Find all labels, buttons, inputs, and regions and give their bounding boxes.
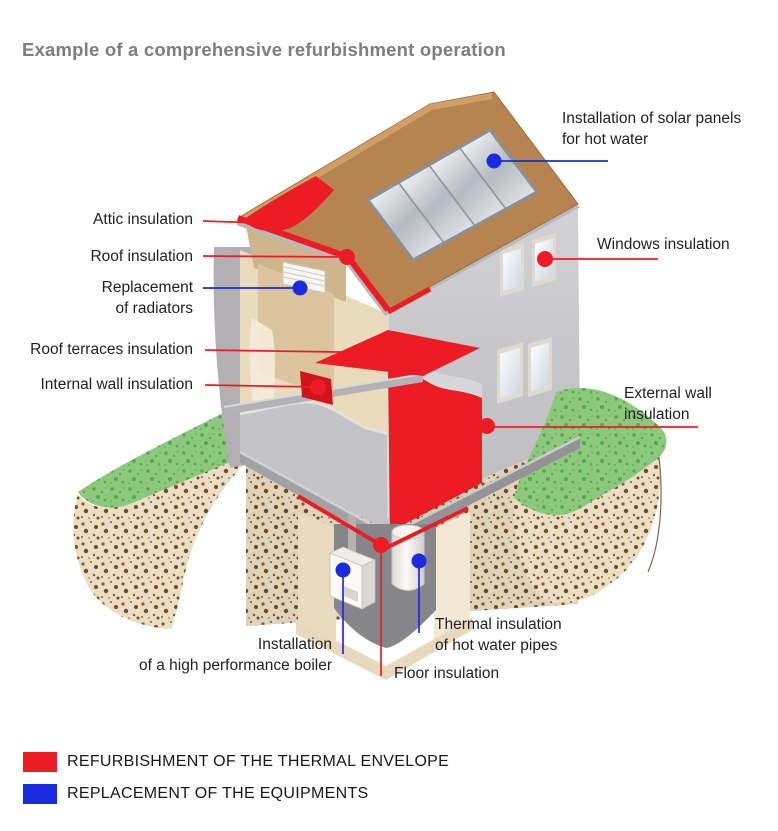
basement-rim [296, 618, 472, 680]
legend-label-equipments: REPLACEMENT OF THE EQUIPMENTS [67, 785, 369, 802]
solar-dot [486, 153, 502, 169]
roof-dot [339, 249, 355, 265]
label-hot-water-pipes: Thermal insulation of hot water pipes [435, 614, 562, 656]
red-swatch-icon [23, 752, 57, 772]
label-hot-water-pipes-line2: of hot water pipes [435, 637, 558, 654]
label-solar-panels: Installation of solar panels for hot wat… [562, 108, 741, 150]
internal-dot [310, 379, 326, 395]
radiators-dot [292, 280, 308, 296]
label-roof-terraces: Roof terraces insulation [30, 341, 193, 358]
label-windows: Windows insulation [597, 236, 730, 253]
label-floor-insulation: Floor insulation [394, 665, 500, 682]
label-solar-panels-line1: Installation of solar panels [562, 110, 742, 127]
radiator-slats [283, 266, 325, 287]
label-boiler-line1: Installation [257, 636, 332, 653]
blue-swatch-icon [23, 784, 57, 804]
leader-lines [202, 160, 698, 676]
label-radiators-line2: of radiators [115, 300, 193, 317]
label-external-wall: External wall insulation [624, 383, 712, 425]
right-grass-top [514, 388, 667, 516]
solar-panels [365, 128, 540, 262]
roof-leader-line [202, 255, 348, 258]
label-solar-panels-line2: for hot water [562, 131, 649, 148]
label-internal-wall: Internal wall insulation [40, 376, 193, 393]
legend-item-thermal-envelope: REFURBISHMENT OF THE THERMAL ENVELOPE [23, 752, 623, 772]
label-hot-water-pipes-line1: Thermal insulation [435, 616, 562, 633]
legend-item-equipments: REPLACEMENT OF THE EQUIPMENTS [23, 784, 623, 804]
label-roof-insulation: Roof insulation [90, 248, 193, 265]
window-upper-left [500, 243, 524, 297]
boiler-dot [335, 562, 351, 578]
left-grass-top [78, 404, 252, 508]
legend: REFURBISHMENT OF THE THERMAL ENVELOPE RE… [23, 752, 623, 816]
right-soil-face [513, 457, 661, 603]
external-dot [479, 418, 495, 434]
internal-leader-line [204, 384, 319, 388]
ground-floor-face [240, 402, 390, 532]
label-external-wall-line1: External wall [624, 385, 712, 402]
attic-insulation-blob [243, 176, 334, 232]
legend-label-thermal-envelope: REFURBISHMENT OF THE THERMAL ENVELOPE [67, 753, 450, 770]
pipes-dot [411, 553, 427, 569]
window-lower-right [528, 337, 552, 397]
left-soil-face [73, 448, 246, 629]
label-attic-insulation: Attic insulation [93, 211, 193, 228]
torn-plaster-edge [239, 401, 389, 436]
terraces-dot [400, 345, 416, 361]
interior-back-wall [258, 264, 334, 398]
label-boiler: Installation of a high performance boile… [139, 634, 332, 676]
window-lower-left [497, 342, 523, 404]
terraces-leader-line [204, 349, 409, 354]
floor-dot [373, 537, 389, 553]
page-title: Example of a comprehensive refurbishment… [22, 39, 506, 61]
attic-leader-line [202, 220, 263, 224]
boiler-panel [344, 586, 358, 602]
label-external-wall-line2: insulation [624, 406, 690, 423]
leader-dots [292, 153, 553, 578]
label-radiators: Replacement of radiators [102, 277, 193, 319]
roof-insulation-strip-right [386, 286, 432, 315]
windows-dot [537, 251, 553, 267]
external-wall-insulation [388, 365, 482, 532]
label-radiators-line1: Replacement [101, 279, 193, 296]
right-soil-edge [647, 456, 662, 573]
label-boiler-line2: of a high performance boiler [138, 657, 332, 674]
